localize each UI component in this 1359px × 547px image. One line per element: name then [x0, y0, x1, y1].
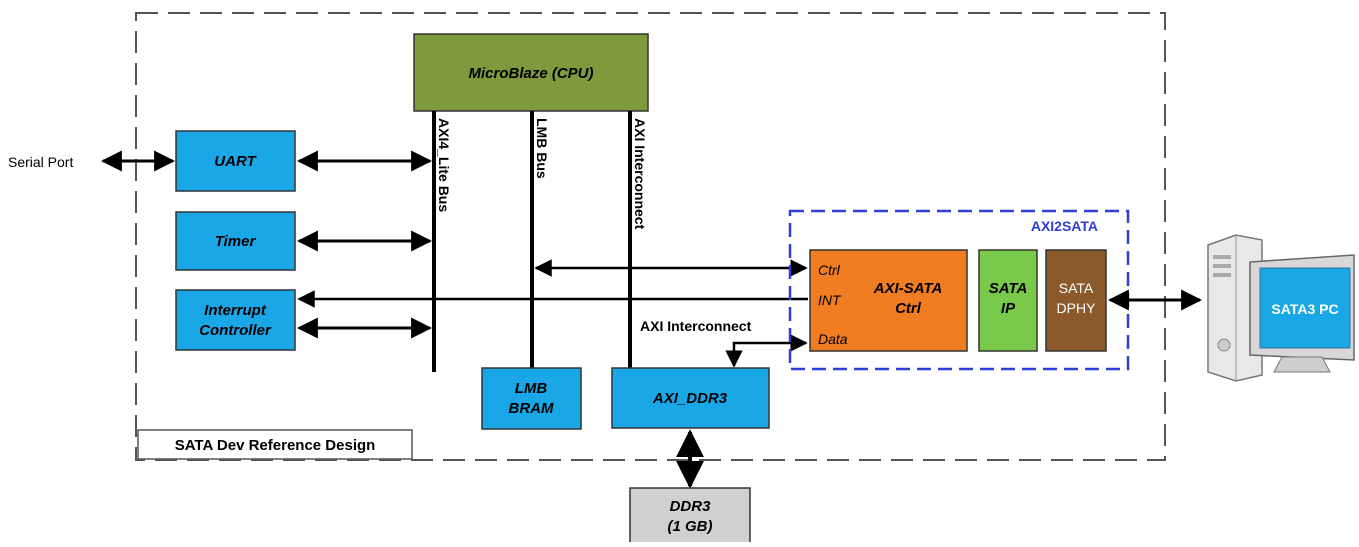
axi-data-arrow-path [732, 334, 808, 366]
cpu-label: MicroBlaze (CPU) [468, 65, 593, 82]
sata-dphy-block [1045, 249, 1107, 352]
interrupt-label-line2: Controller [199, 322, 272, 339]
timer-label: Timer [215, 233, 257, 250]
axi-interconnect-label: AXI Interconnect [640, 318, 752, 334]
ddr3-line1: DDR3 [670, 498, 711, 515]
port-int-label: INT [818, 292, 842, 308]
port-data-label: Data [818, 331, 848, 347]
lmb-bus-label: LMB Bus [534, 118, 550, 179]
axi2sata-title: AXI2SATA [1031, 218, 1098, 234]
axi-ddr3-block [611, 367, 770, 429]
port-ctrl-label: Ctrl [818, 262, 841, 278]
sata-dphy-line1: SATA [1059, 280, 1094, 296]
axi-sata-ctrl-line2: Ctrl [895, 300, 922, 317]
interrupt-label-line1: Interrupt [204, 302, 267, 319]
serial-port-label: Serial Port [8, 154, 73, 170]
axi4-lite-bus-label: AXI4_Lite Bus [436, 118, 452, 212]
sata-ip-line2: IP [1001, 300, 1016, 317]
design-label: SATA Dev Reference Design [175, 437, 376, 454]
sata-ip-block [978, 249, 1038, 352]
reference-design-boundary [135, 12, 1166, 461]
lmb-bram-line2: BRAM [509, 400, 554, 417]
interrupt-controller-block [175, 289, 296, 351]
sata-dphy-line2: DPHY [1057, 300, 1097, 316]
timer-block [175, 211, 296, 271]
axi-sata-ctrl-line1: AXI-SATA [873, 280, 943, 297]
pc-icon [1207, 234, 1355, 382]
uart-block [175, 130, 296, 192]
sata-ip-line1: SATA [989, 280, 1028, 297]
axi-sata-ctrl-block [809, 249, 968, 352]
pc-label: SATA3 PC [1271, 301, 1338, 317]
axi-interconnect-bus-label: AXI Interconnect [632, 118, 648, 230]
cpu-block [413, 33, 649, 112]
ddr3-line2: (1 GB) [668, 518, 713, 535]
design-label-box [137, 429, 413, 460]
ddr3-block [629, 487, 751, 545]
uart-label: UART [214, 153, 257, 170]
lmb-bram-line1: LMB [515, 380, 548, 397]
axi2sata-boundary [788, 209, 1130, 371]
lmb-bram-block [481, 367, 582, 430]
axi-ddr3-label: AXI_DDR3 [652, 390, 728, 407]
